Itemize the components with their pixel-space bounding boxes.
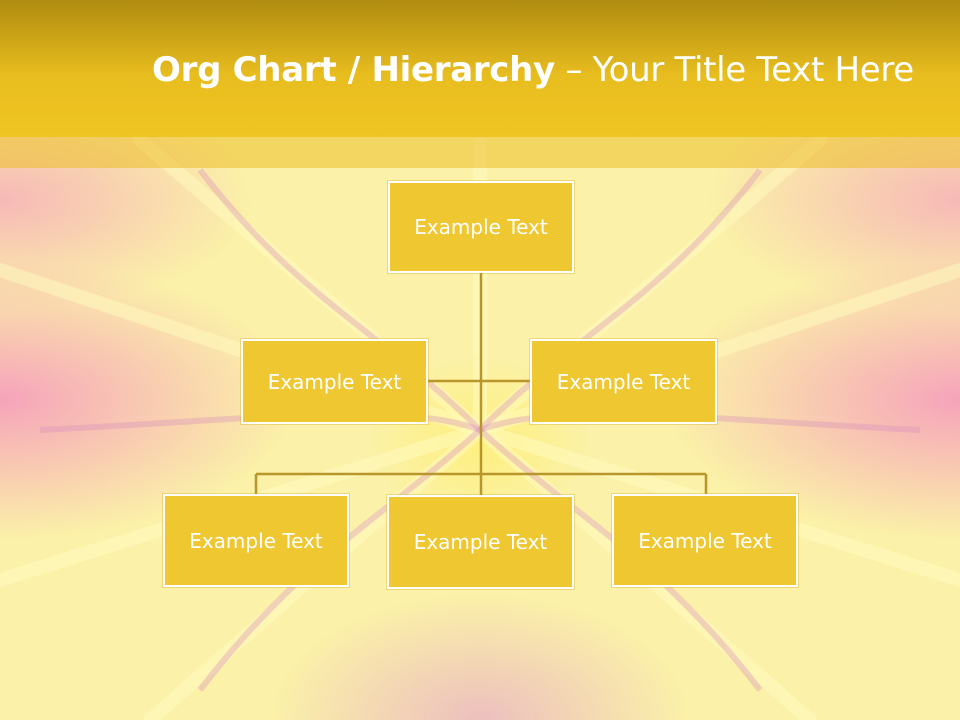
slide-title: Org Chart / Hierarchy – Your Title Text …: [152, 50, 914, 90]
org-node-assistant-right[interactable]: Example Text: [530, 339, 717, 424]
title-separator: –: [554, 50, 593, 90]
org-node-child-right[interactable]: Example Text: [612, 494, 798, 587]
org-node-child-center[interactable]: Example Text: [387, 495, 574, 589]
org-node-assistant-left[interactable]: Example Text: [241, 339, 428, 424]
title-bar: [0, 0, 960, 137]
org-node-child-left[interactable]: Example Text: [163, 494, 349, 587]
title-main: Org Chart / Hierarchy: [152, 50, 555, 90]
title-bar-fade: [0, 137, 960, 168]
title-subtitle: Your Title Text Here: [592, 50, 915, 90]
org-node-root[interactable]: Example Text: [388, 181, 574, 273]
